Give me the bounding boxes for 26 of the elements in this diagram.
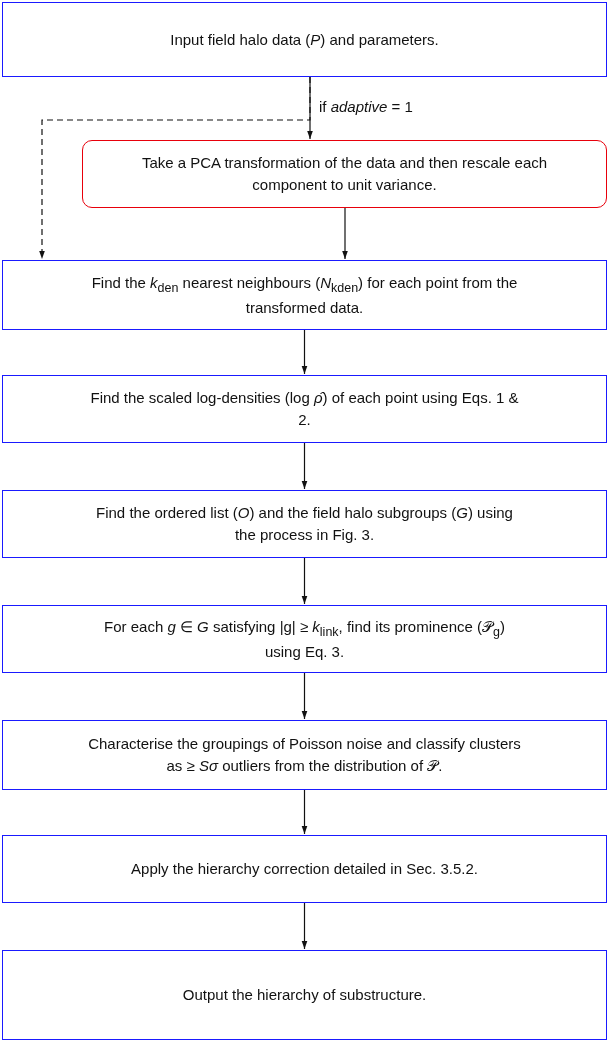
dashed-arrow <box>39 76 311 260</box>
step-text: Output the hierarchy of substructure. <box>182 985 427 1006</box>
process-box <box>2 950 607 1040</box>
step-text: Find the scaled log-densities (log ρ̂) of each point using Eqs. 1 & 2. <box>89 388 520 430</box>
process-box <box>2 835 607 903</box>
step-text: Find the ordered list (O) and the field halo subgroups (G) using the process in Fig. 3. <box>95 503 514 545</box>
process-box <box>2 375 607 443</box>
process-box <box>2 720 607 790</box>
arrow <box>301 557 308 605</box>
arrow <box>301 672 308 720</box>
step-text: Input field halo data (P) and parameters. <box>170 29 439 50</box>
process-box <box>2 490 607 558</box>
step-text: Apply the hierarchy correction detailed in Sec. 3.5.2. <box>131 859 478 880</box>
arrow <box>301 789 308 835</box>
rounded-process-box <box>82 140 607 208</box>
step-text: For each g ∈ G satisfying |g| ≥ k$_{link}$, find its prominence (𝒫$_{g}$) using Eq. 3. <box>103 616 506 662</box>
step-text: Characterise the groupings of Poisson noise and classify clusters as ≥ Sσ outliers from the distribution of 𝒫. <box>87 734 522 776</box>
arrow <box>301 329 308 375</box>
process-box <box>2 260 607 330</box>
arrow <box>301 442 308 490</box>
process-box <box>2 2 607 77</box>
step-text: Take a PCA transformation of the data and then rescale each component to unit variance. <box>140 153 549 195</box>
step-text: Find the k$_{den}$ nearest neighbours (N$_{kden}$) for each point from the transformed data. <box>90 272 519 318</box>
process-box <box>2 605 607 673</box>
arrow <box>301 902 308 950</box>
arrow <box>342 207 348 260</box>
